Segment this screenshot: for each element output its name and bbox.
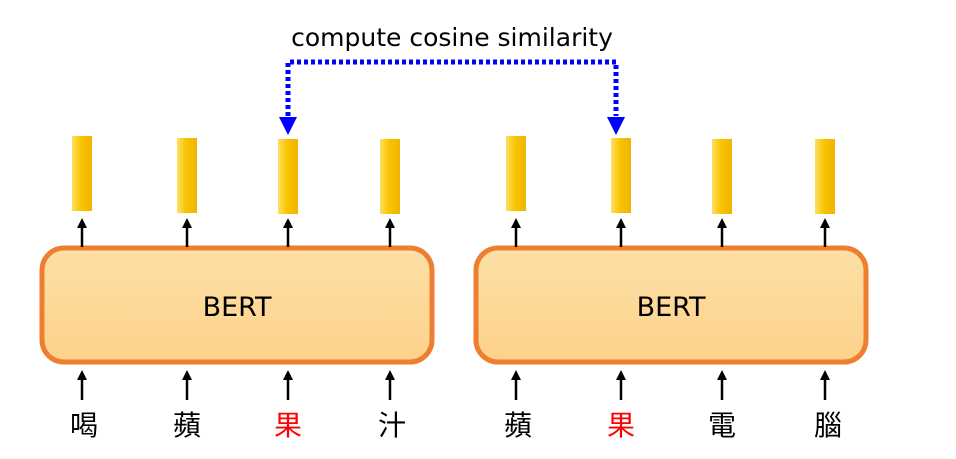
token-left-3: 果 — [274, 409, 302, 442]
similarity-arrowhead-right — [607, 117, 625, 135]
embedding-left-1 — [72, 136, 92, 211]
similarity-arrowhead-left — [279, 117, 297, 135]
token-left-2: 蘋 — [173, 409, 201, 442]
token-left-1: 喝 — [70, 409, 98, 442]
diagram-title: compute cosine similarity — [291, 23, 613, 52]
bert-box-right — [473, 245, 869, 365]
bert-label-right: BERT — [637, 292, 706, 323]
bert-label-left: BERT — [203, 292, 272, 323]
embedding-left-2 — [177, 138, 197, 213]
bert-model-right: BERT 蘋 果 電 腦 — [473, 136, 869, 442]
token-left-4: 汁 — [378, 409, 406, 442]
token-right-4: 腦 — [814, 409, 842, 442]
embedding-left-3 — [278, 139, 298, 214]
embedding-right-4 — [815, 139, 835, 214]
embedding-right-1 — [506, 136, 526, 211]
bert-box-left — [39, 245, 435, 365]
embedding-right-2 — [611, 138, 631, 213]
token-right-1: 蘋 — [504, 409, 532, 442]
embedding-right-3 — [712, 139, 732, 214]
similarity-dotted-line — [285, 59, 619, 116]
embedding-left-4 — [380, 139, 400, 214]
token-right-3: 電 — [708, 409, 736, 442]
bert-model-left: BERT 喝 蘋 果 汁 — [39, 136, 435, 442]
similarity-connector — [279, 59, 625, 135]
token-right-2: 果 — [607, 409, 635, 442]
